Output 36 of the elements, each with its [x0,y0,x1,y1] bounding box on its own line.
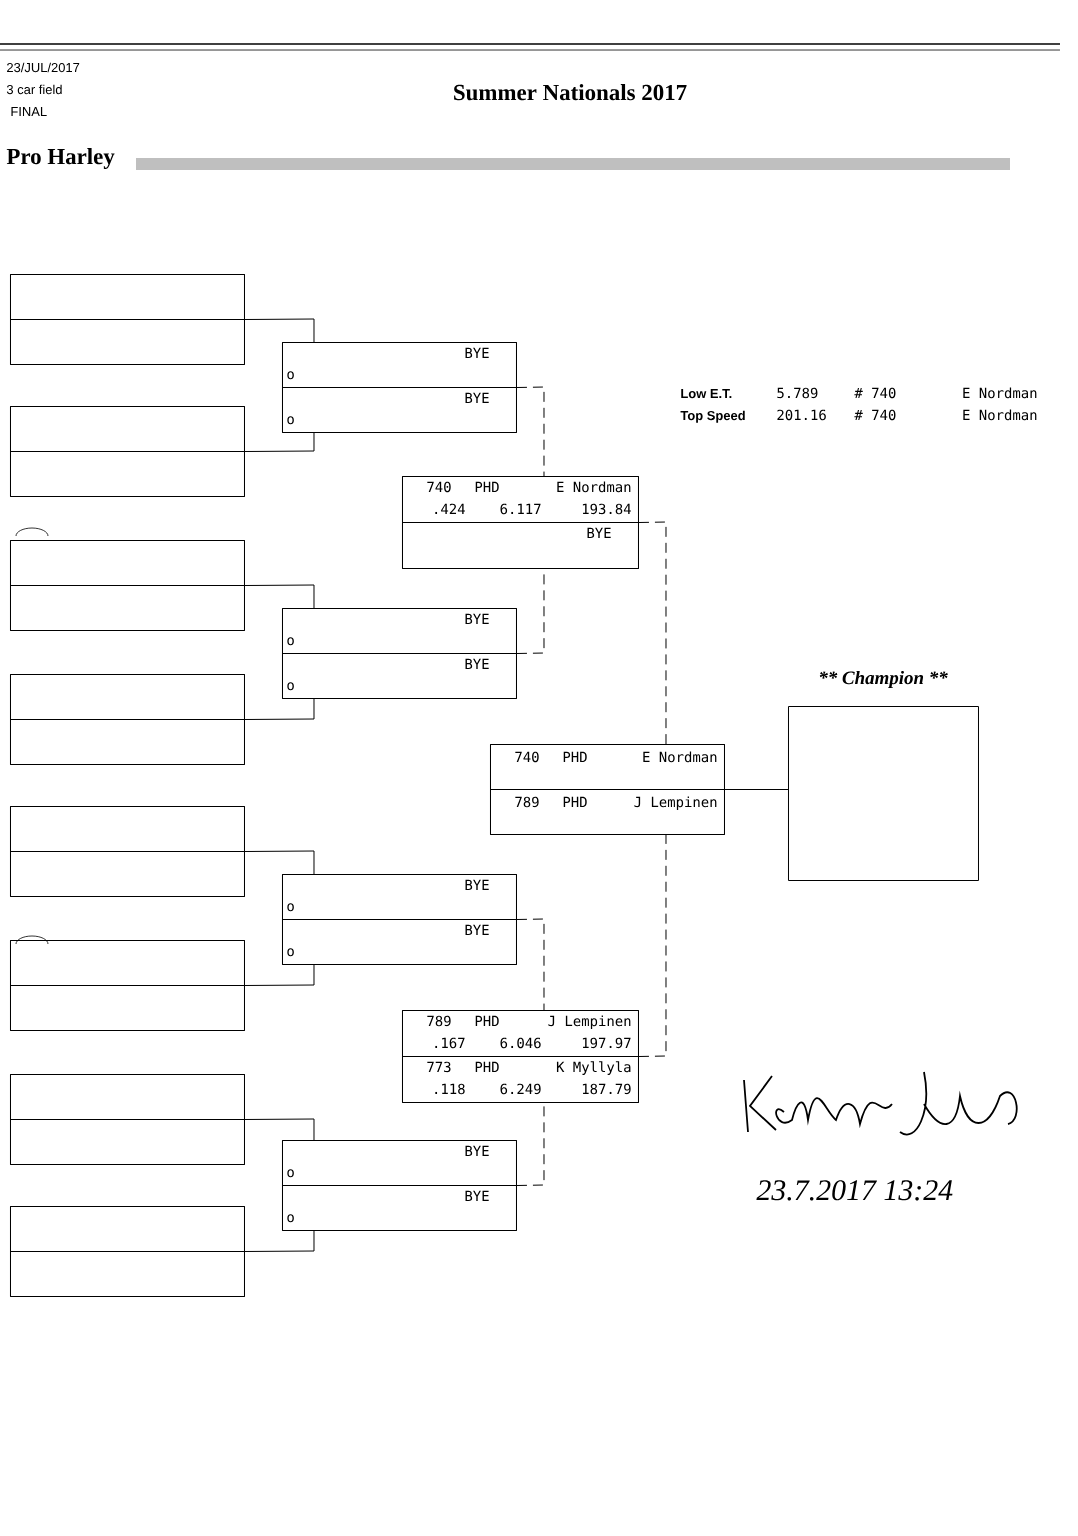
bracket-line [244,964,315,986]
bracket-line [244,698,315,720]
bracket-line [516,386,545,477]
champion-box: ** Champion ** [788,670,979,881]
entry-row [10,985,245,1031]
title: Summer Nationals 2017 [454,84,687,101]
node-label: ** Champion ** [819,670,948,689]
bracket-line [244,1230,315,1252]
bracket-line [244,584,315,609]
bracket-line [638,521,667,745]
bracket-line [244,850,315,875]
entry-row [10,274,245,320]
entry-row [10,1251,245,1297]
entry-row [10,451,245,497]
entry-row [10,319,245,365]
bracket-line [244,318,315,343]
entry-row [10,806,245,852]
bracket-line [638,834,667,1057]
entry-row [10,1206,245,1252]
bracket-line [516,568,545,654]
entry-row [10,540,245,586]
bracket-line [516,1102,545,1186]
entry-row [10,719,245,765]
entry-row [10,940,245,986]
entry-row [10,851,245,897]
bracket-line [724,789,789,790]
entry-row [10,406,245,452]
entry-row [10,585,245,631]
bracket-line [516,918,545,1011]
bracket-line [244,432,315,452]
bracket-line [244,1118,315,1141]
entry-row [10,1074,245,1120]
handwritten-date: 23.7.2017 13:24 [756,1180,953,1201]
class-heading: Pro Harley [6,148,115,169]
entry-row [10,674,245,720]
entry-row [10,1119,245,1165]
